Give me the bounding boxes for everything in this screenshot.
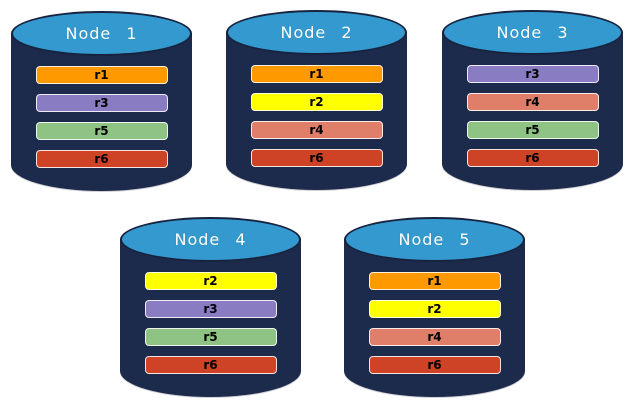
node-cylinder-2: Node 2 r1 r2 r4 r6	[226, 10, 407, 191]
replica-bar-r6: r6	[466, 149, 599, 167]
replica-bar-list: r1 r3 r5 r6	[11, 66, 192, 168]
node-cylinder-4: Node 4 r2 r3 r5 r6	[120, 217, 301, 398]
node-label: Node 1	[65, 24, 138, 43]
node-top-ellipse: Node 2	[226, 10, 407, 55]
node-top-ellipse: Node 3	[442, 10, 623, 55]
replica-bar-r6: r6	[144, 356, 277, 374]
replica-bar-r6: r6	[250, 149, 383, 167]
replica-bar-r4: r4	[466, 93, 599, 111]
node-top-ellipse: Node 4	[120, 217, 301, 262]
replica-bar-list: r3 r4 r5 r6	[442, 65, 623, 167]
node-label: Node 2	[280, 23, 353, 42]
replica-bar-r1: r1	[35, 66, 168, 84]
replica-bar-r4: r4	[368, 328, 501, 346]
replica-bar-list: r1 r2 r4 r6	[226, 65, 407, 167]
replica-bar-list: r2 r3 r5 r6	[120, 272, 301, 374]
replica-bar-r3: r3	[144, 300, 277, 318]
replica-bar-r3: r3	[466, 65, 599, 83]
replica-bar-r5: r5	[466, 121, 599, 139]
node-top-ellipse: Node 5	[344, 217, 525, 262]
replica-bar-r2: r2	[250, 93, 383, 111]
node-label: Node 3	[496, 23, 569, 42]
replica-bar-r2: r2	[368, 300, 501, 318]
replica-bar-r1: r1	[250, 65, 383, 83]
replica-bar-r3: r3	[35, 94, 168, 112]
node-label: Node 5	[398, 230, 471, 249]
replica-bar-r6: r6	[368, 356, 501, 374]
replica-bar-list: r1 r2 r4 r6	[344, 272, 525, 374]
replica-bar-r5: r5	[35, 122, 168, 140]
node-label: Node 4	[174, 230, 247, 249]
replica-bar-r5: r5	[144, 328, 277, 346]
node-cylinder-5: Node 5 r1 r2 r4 r6	[344, 217, 525, 398]
replica-bar-r6: r6	[35, 150, 168, 168]
node-cylinder-1: Node 1 r1 r3 r5 r6	[11, 11, 192, 192]
node-cylinder-3: Node 3 r3 r4 r5 r6	[442, 10, 623, 191]
replica-bar-r4: r4	[250, 121, 383, 139]
node-top-ellipse: Node 1	[11, 11, 192, 56]
replica-bar-r2: r2	[144, 272, 277, 290]
replica-bar-r1: r1	[368, 272, 501, 290]
